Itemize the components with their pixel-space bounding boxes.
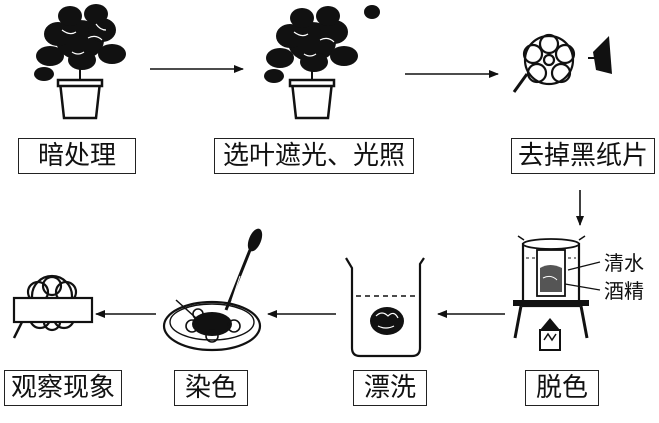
step-label-observe: 观察现象 [4, 370, 122, 406]
observed-leaf-icon [12, 274, 94, 339]
plant-icon-dark [34, 4, 126, 120]
step-label-rinse: 漂洗 [353, 370, 427, 406]
black-paper-icon [593, 36, 612, 74]
leader-line-water [567, 261, 601, 271]
water-bath-apparatus-icon [513, 235, 601, 351]
beaker-icon [345, 257, 425, 358]
dropper-icon [224, 228, 263, 311]
plant-icon-shaded [264, 5, 380, 120]
leader-line-alcohol [564, 283, 601, 291]
step-label-remove-paper: 去掉黑纸片 [511, 138, 655, 174]
label-water: 清水 [604, 251, 644, 275]
paper-strip-mark [12, 296, 94, 324]
petri-dish-icon [162, 299, 262, 352]
shade-paper-icon [364, 5, 380, 19]
step-label-stain: 染色 [174, 370, 248, 406]
leaf-icon-paper-removed [512, 33, 612, 93]
step-label-dark-treatment: 暗处理 [18, 138, 136, 174]
step-label-decolor: 脱色 [525, 370, 599, 406]
label-alcohol: 酒精 [604, 279, 644, 303]
step-label-shade-and-light: 选叶遮光、光照 [214, 138, 414, 174]
